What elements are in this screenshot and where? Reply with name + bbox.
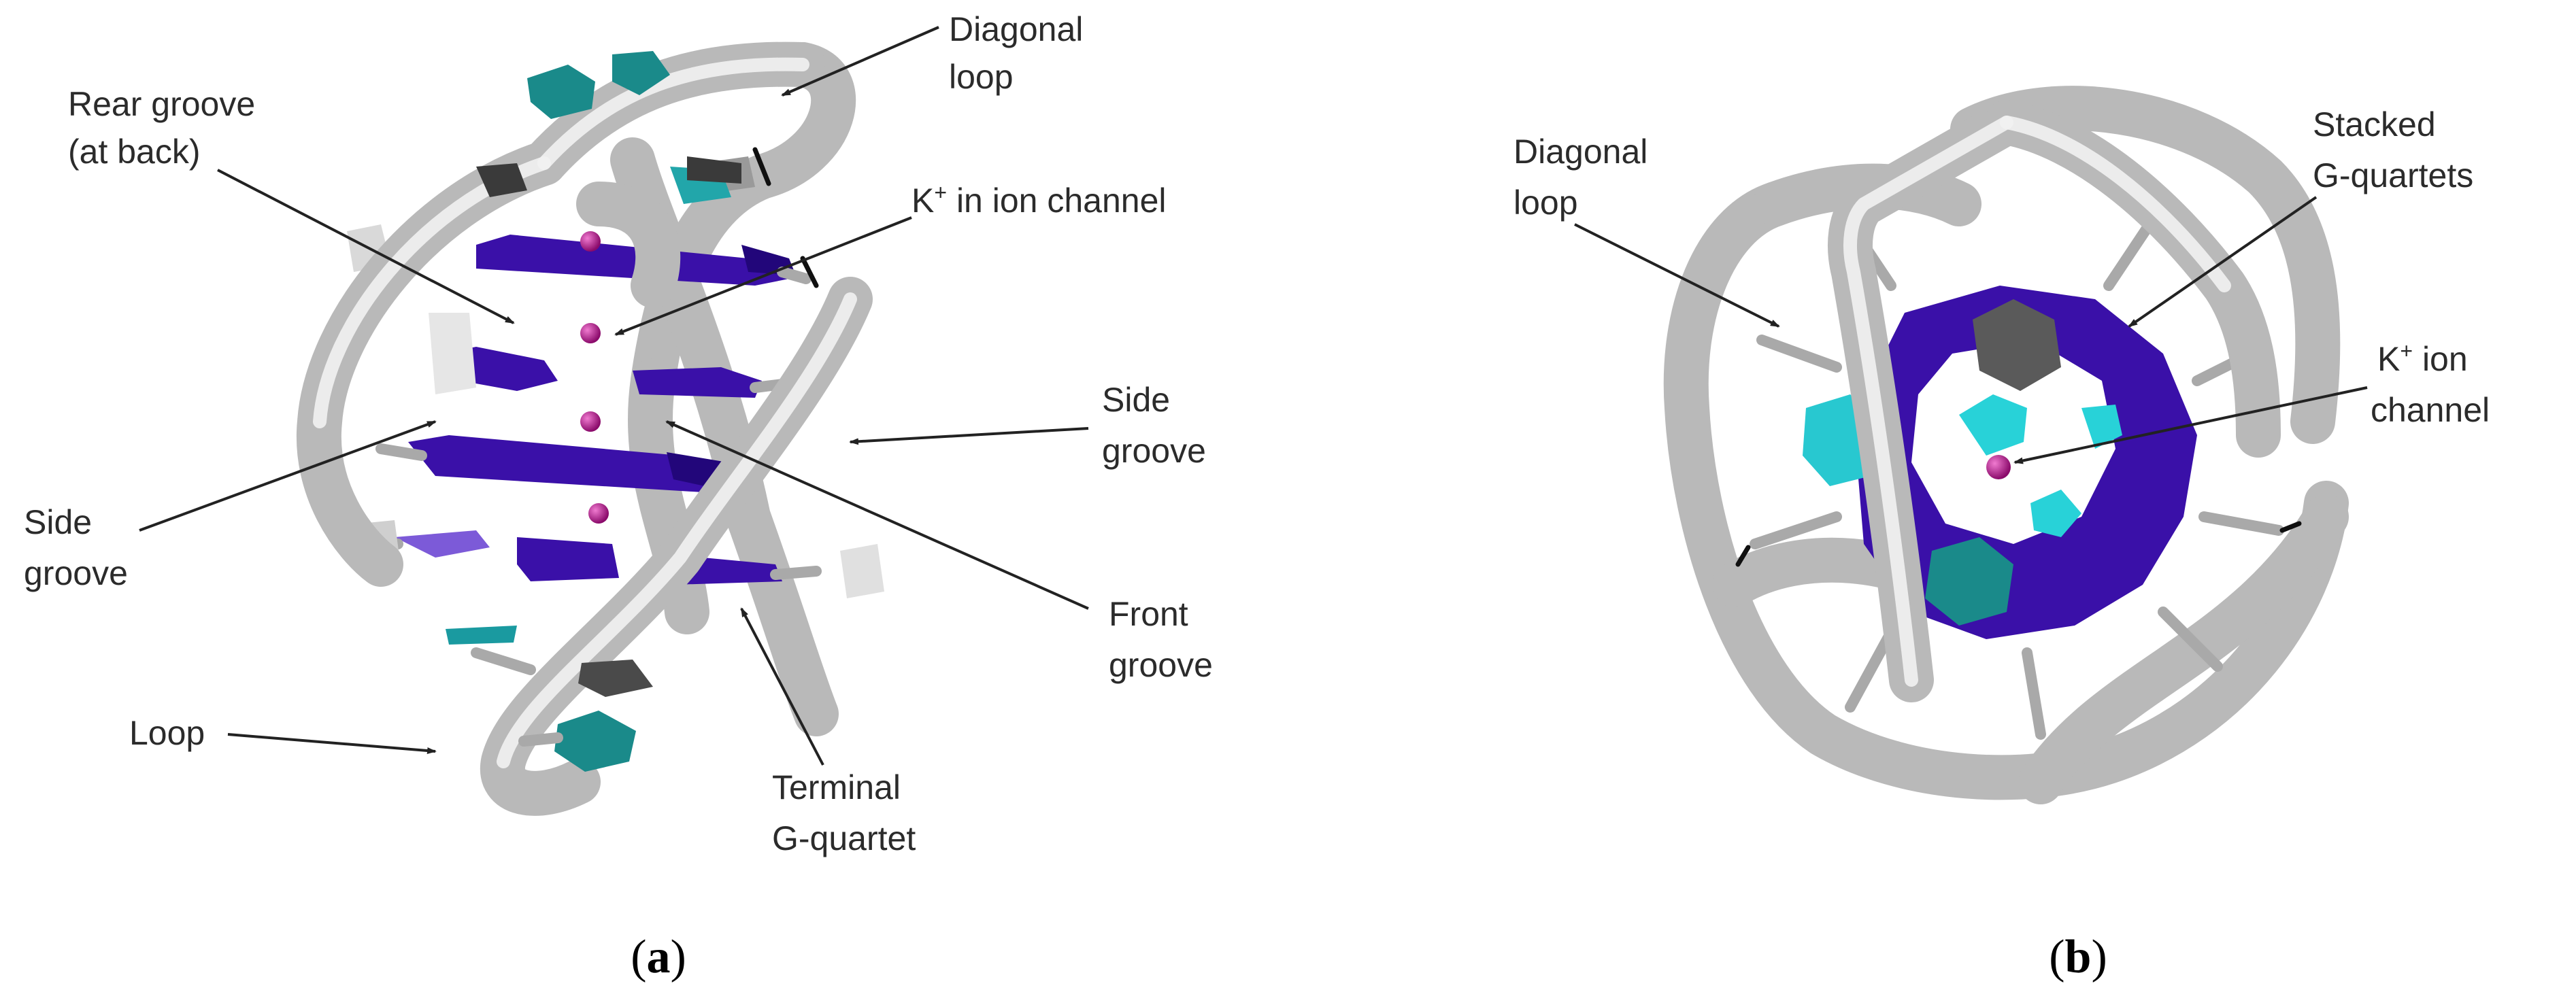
caption-a: (a) [631, 931, 686, 983]
label-side-groove-right-line2: groove [1102, 432, 1206, 470]
cyan-base [2030, 490, 2081, 537]
arrow-k-channel-a [614, 216, 912, 336]
quartet-tier-3 [375, 435, 728, 493]
label-k-channel-a: K+ in ion channel [911, 180, 1167, 220]
arrow-loop [227, 733, 437, 755]
dark-base [1973, 299, 2061, 391]
label-loop: Loop [129, 714, 205, 752]
panel-a-annotations: Diagonal loop Rear groove (at back) K+ i… [24, 10, 1213, 857]
caption-b: (b) [2049, 931, 2107, 983]
quartet-tier-2 [442, 347, 788, 398]
label-diagonal-loop-a-line1: Diagonal [949, 10, 1083, 48]
k-ion [588, 503, 609, 524]
panel-b-annotations: Diagonal loop Stacked G-quartets K+ ion … [1513, 105, 2490, 464]
arrow-k-channel-b [2013, 386, 2368, 464]
teal-base [612, 51, 670, 95]
label-front-groove-line2: groove [1109, 646, 1213, 684]
panel-b-structure [1663, 86, 2349, 804]
arrow-front-groove [665, 420, 1089, 610]
label-diagonal-loop-b-line2: loop [1513, 184, 1578, 222]
top-loop-bases [476, 51, 771, 204]
dark-base [476, 163, 527, 197]
backbone-front [296, 41, 873, 816]
dark-base [578, 660, 653, 697]
label-side-groove-right-line1: Side [1102, 381, 1170, 419]
k-ion [580, 411, 601, 432]
label-terminal-quartet-line1: Terminal [772, 768, 901, 806]
k-ion [580, 231, 601, 252]
label-rear-groove-line2: (at back) [68, 133, 201, 171]
arrow-diagonal-loop-a [781, 26, 939, 97]
label-rear-groove-line1: Rear groove [68, 85, 255, 123]
panel-a-structure [296, 41, 884, 816]
label-k-channel-b-line2: channel [2371, 391, 2490, 429]
label-diagonal-loop-b-line1: Diagonal [1513, 133, 1647, 171]
bottom-loop-bases [446, 626, 653, 772]
arrow-terminal-quartet [740, 607, 824, 766]
label-front-groove-line1: Front [1109, 595, 1188, 633]
dark-base [687, 156, 741, 184]
teal-base [446, 626, 517, 645]
label-side-groove-left-line2: groove [24, 554, 128, 592]
cyan-base [2081, 405, 2122, 449]
label-diagonal-loop-a-line2: loop [949, 58, 1014, 96]
teal-base [1925, 537, 2013, 626]
arrow-rear-groove [217, 169, 515, 324]
label-side-groove-left-line1: Side [24, 503, 92, 541]
potassium-ions [580, 231, 609, 524]
label-k-channel-b-line1: K+ ion [2377, 339, 2468, 378]
arrow-diagonal-loop-b [1574, 223, 1780, 328]
teal-base [554, 711, 636, 772]
arrow-stacked-quartets [2128, 196, 2318, 328]
arrow-side-groove-right [849, 427, 1089, 445]
label-stacked-quartets-line2: G-quartets [2313, 156, 2473, 194]
teal-base [527, 65, 595, 119]
arrow-side-groove-left [139, 420, 437, 532]
label-stacked-quartets-line1: Stacked [2313, 105, 2436, 143]
quartet-ring [1803, 286, 2197, 639]
cyan-base [1959, 394, 2027, 456]
guanine-tiers [355, 235, 822, 585]
k-ion [580, 323, 601, 343]
k-ion [1986, 455, 2011, 479]
label-terminal-quartet-line2: G-quartet [772, 819, 916, 857]
